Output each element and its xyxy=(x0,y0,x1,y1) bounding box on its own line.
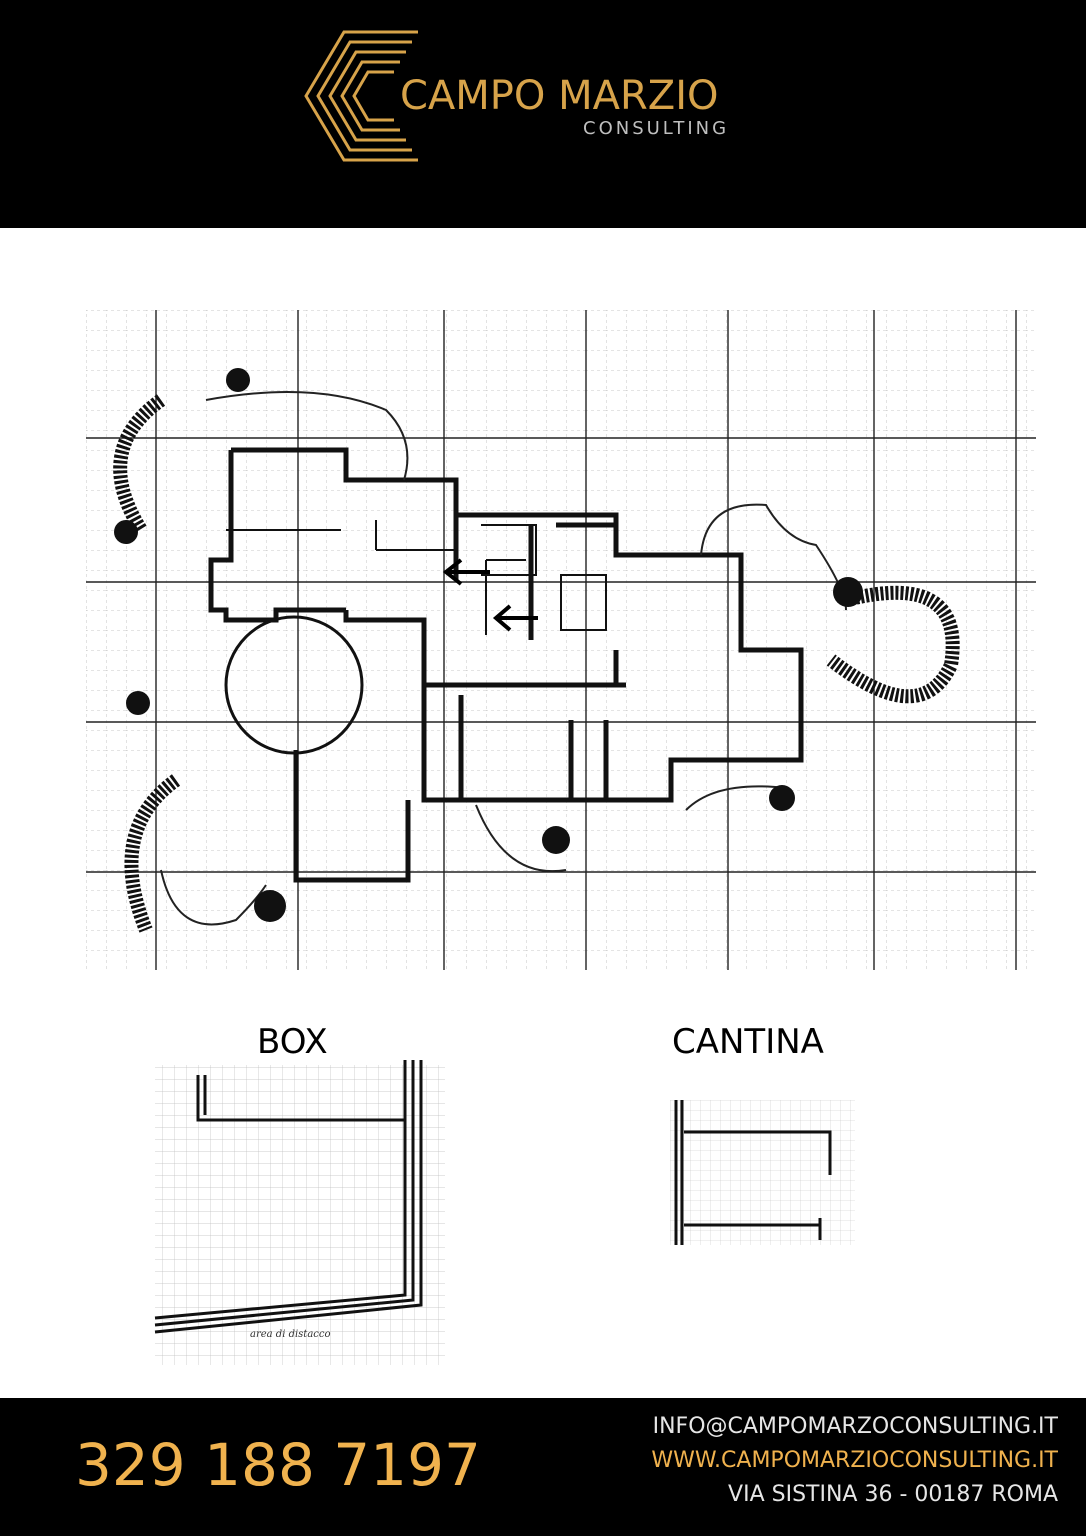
email-address[interactable]: INFO@CAMPOMARZOCONSULTING.IT xyxy=(652,1414,1058,1439)
postal-address: VIA SISTINA 36 - 00187 ROMA xyxy=(728,1482,1058,1507)
brand-name: CAMPO MARZIO xyxy=(400,73,719,119)
apartment-floor-plan xyxy=(86,310,1036,970)
header-bar: CAMPO MARZIO CONSULTING xyxy=(0,0,1086,228)
area-di-distacco-note: area di distacco xyxy=(250,1329,331,1340)
brand-subtitle: CONSULTING xyxy=(583,118,730,139)
box-section-label: BOX xyxy=(257,1022,328,1062)
cellar-cantina-floor-plan xyxy=(670,1100,855,1245)
stacked-c-logo-icon xyxy=(304,30,418,162)
footer-bar: 329 188 7197 INFO@CAMPOMARZOCONSULTING.I… xyxy=(0,1398,1086,1536)
garage-box-floor-plan: area di distacco xyxy=(154,1060,445,1365)
phone-number[interactable]: 329 188 7197 xyxy=(75,1431,481,1499)
website-link[interactable]: WWW.CAMPOMARZIOCONSULTING.IT xyxy=(651,1448,1058,1473)
cantina-section-label: CANTINA xyxy=(672,1022,824,1062)
